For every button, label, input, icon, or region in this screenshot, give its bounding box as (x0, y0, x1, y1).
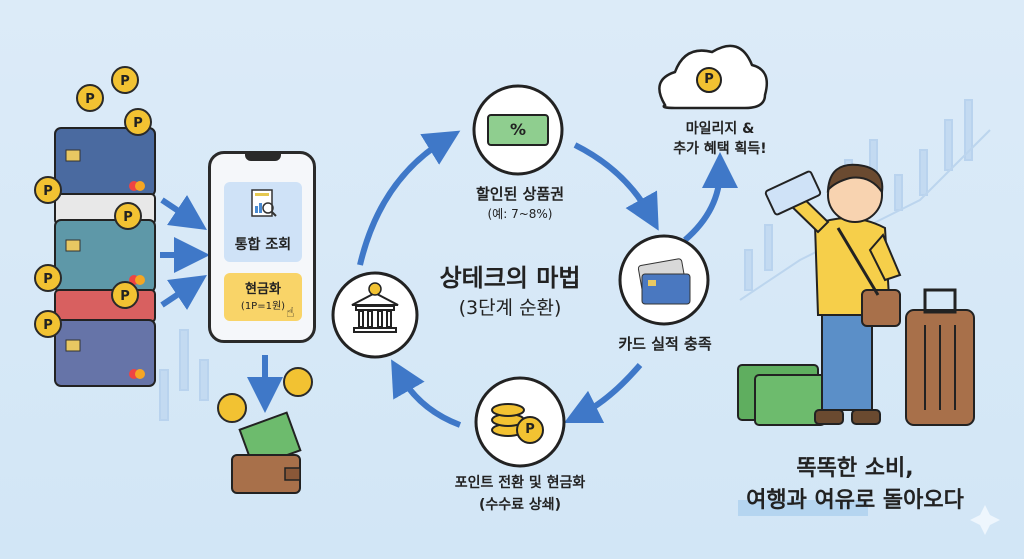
mileage-line2: 추가 혜택 획득! (673, 141, 767, 157)
svg-text:P: P (120, 74, 130, 89)
conclusion-line2: 여행과 여유로 돌아오다 (746, 488, 964, 513)
voucher-note: (예: 7~8%) (487, 207, 553, 221)
points-note: (수수료 상쇄) (478, 497, 562, 513)
card-label: 카드 실적 충족 (618, 335, 712, 353)
cash-out-button[interactable]: 현금화 (1P=1원) ☝ (224, 273, 302, 321)
lookup-label: 통합 조회 (234, 237, 292, 253)
mileage-line1: 마일리지 & (685, 121, 755, 137)
voucher-label: 할인된 상품권 (475, 185, 565, 203)
svg-text:P: P (43, 272, 53, 287)
phone-notch (245, 154, 281, 161)
svg-text:P: P (85, 92, 95, 107)
svg-text:P: P (43, 318, 53, 333)
cash-label: 현금화 (245, 282, 281, 297)
cycle-title: 상테크의 마법 (439, 264, 581, 292)
svg-text:P: P (120, 289, 130, 304)
points-coin-icon: P (525, 422, 535, 437)
report-search-icon (251, 189, 277, 217)
conclusion-line1: 똑똑한 소비, (796, 456, 914, 481)
conclusion-highlight (738, 500, 868, 516)
cash-rate: (1P=1원) (240, 301, 286, 312)
svg-text:P: P (123, 210, 133, 225)
points-label: 포인트 전환 및 현금화 (454, 475, 586, 491)
cloud-coin-icon: P (704, 72, 714, 87)
voucher-percent-icon: % (509, 120, 527, 139)
svg-text:P: P (133, 116, 143, 131)
svg-text:P: P (43, 184, 53, 199)
hand-pointer-icon: ☝ (286, 305, 295, 321)
smartphone: 통합 조회 현금화 (1P=1원) ☝ (208, 151, 316, 343)
lookup-panel[interactable]: 통합 조회 (224, 182, 302, 262)
cycle-subtitle: (3단계 순환) (458, 297, 562, 319)
